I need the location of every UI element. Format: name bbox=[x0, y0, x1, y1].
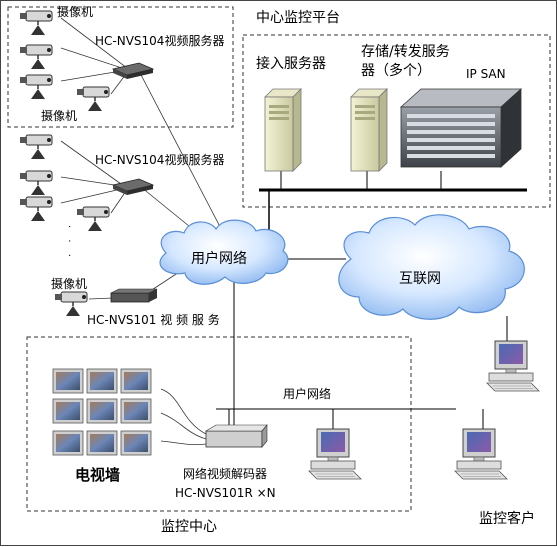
nvs104-label-2: HC-NVS104视频服务器 bbox=[95, 153, 225, 167]
camera-icon bbox=[19, 10, 53, 36]
user-network-cloud bbox=[159, 219, 289, 285]
access-server-icon bbox=[264, 88, 302, 172]
internet-cloud bbox=[338, 214, 525, 320]
ip-san-label: IP SAN bbox=[466, 67, 506, 81]
camera-icon bbox=[19, 74, 53, 100]
nvs104-label-1: HC-NVS104视频服务器 bbox=[95, 34, 225, 48]
nvs101-server-icon bbox=[110, 288, 158, 303]
storage-server-icon bbox=[350, 88, 388, 172]
monitor-client-label: 监控客户 bbox=[479, 511, 535, 527]
camera-icon bbox=[19, 44, 53, 70]
storage-server-label-2: 器（多个） bbox=[361, 63, 431, 79]
vertical-dots: · · · bbox=[63, 225, 74, 261]
internet-cloud-label: 互联网 bbox=[399, 271, 441, 287]
camera-label: 摄像机 bbox=[57, 5, 94, 19]
camera-icon bbox=[19, 196, 53, 222]
access-server-label: 接入服务器 bbox=[256, 56, 326, 72]
camera-links-2 bbox=[60, 140, 127, 214]
camera-label: 摄像机 bbox=[51, 277, 88, 291]
storage-server-label-1: 存储/转发服务 bbox=[361, 44, 450, 60]
camera-label: 摄像机 bbox=[41, 109, 78, 123]
camera-icon bbox=[19, 134, 53, 160]
client-pc-icon bbox=[486, 340, 540, 392]
monitor-center-region bbox=[26, 336, 412, 512]
tv-wall-icon bbox=[52, 368, 152, 456]
decoder-tv-links bbox=[160, 388, 207, 446]
center-pc-icon bbox=[308, 428, 362, 480]
center-platform-label: 中心监控平台 bbox=[256, 10, 340, 26]
camera-icon bbox=[76, 86, 110, 112]
center-platform-region bbox=[242, 34, 551, 208]
decoder-label-2: HC-NVS101R ×N bbox=[175, 486, 276, 500]
user-network-cloud-label: 用户网络 bbox=[191, 251, 247, 267]
camera-links-1 bbox=[60, 17, 132, 95]
nvs101-label: HC-NVS101 视 频 服 务 bbox=[87, 313, 220, 327]
camera-icon bbox=[54, 291, 88, 317]
user-network-line-label: 用户网络 bbox=[283, 387, 332, 401]
camera-icon bbox=[19, 170, 53, 196]
camera-icon bbox=[76, 206, 110, 232]
ip-san-icon bbox=[399, 88, 523, 168]
remote-pc-icon bbox=[454, 428, 508, 480]
tv-wall-label: 电视墙 bbox=[75, 466, 121, 484]
camera-region-top bbox=[7, 6, 234, 128]
nvs104-server-icon bbox=[112, 178, 154, 196]
decoder-icon bbox=[204, 424, 268, 448]
nvs104-server-icon bbox=[112, 62, 154, 80]
decoder-label-1: 网络视频解码器 bbox=[183, 467, 268, 481]
monitor-center-label: 监控中心 bbox=[161, 519, 217, 535]
